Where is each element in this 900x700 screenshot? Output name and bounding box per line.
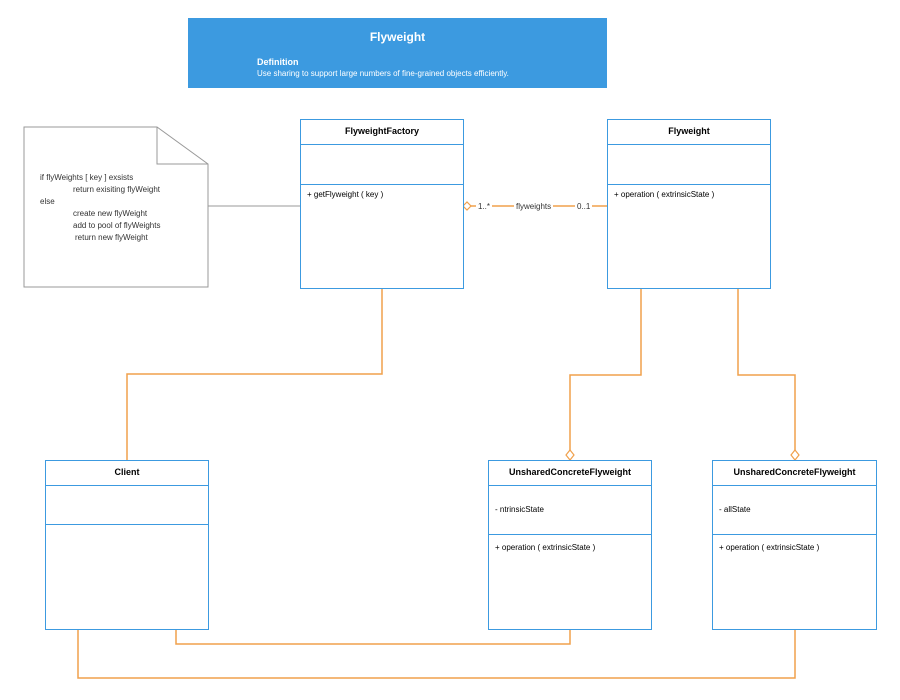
- class-name: Flyweight: [608, 120, 770, 145]
- note-fold: [156, 127, 208, 165]
- note-pseudocode: if flyWeights [ key ] exsists return exi…: [40, 172, 160, 244]
- class-attributes: [301, 145, 463, 185]
- class-name: FlyweightFactory: [301, 120, 463, 145]
- class-name: UnsharedConcreteFlyweight: [489, 461, 651, 486]
- definition-text: Use sharing to support large numbers of …: [257, 69, 509, 78]
- flyweight-unshared-right-edge: [737, 288, 796, 450]
- attribute-item: - allState: [719, 505, 751, 514]
- pattern-title: Flyweight: [369, 30, 426, 44]
- operation-item: + getFlyweight ( key ): [307, 190, 384, 199]
- operation-item: + operation ( extrinsicState ): [495, 543, 596, 552]
- class-attributes: - ntrinsicState: [489, 486, 651, 535]
- note-line: create new flyWeight: [73, 209, 148, 218]
- class-unshared-concrete-flyweight-left[interactable]: UnsharedConcreteFlyweight - ntrinsicStat…: [488, 460, 652, 630]
- association-role-label: flyweights: [514, 201, 554, 212]
- pattern-header: Flyweight Definition Use sharing to supp…: [188, 18, 607, 88]
- class-attributes: - allState: [713, 486, 876, 535]
- aggregation-diamond-factory: [462, 201, 472, 211]
- definition-label: Definition: [257, 57, 299, 67]
- source-multiplicity-label: 1..*: [476, 201, 493, 212]
- target-multiplicity-label: 0..1: [575, 201, 593, 212]
- class-unshared-concrete-flyweight-right[interactable]: UnsharedConcreteFlyweight - allState + o…: [712, 460, 877, 630]
- class-operations: + operation ( extrinsicState ): [608, 185, 770, 201]
- aggregation-diamond-unshared-left: [565, 449, 575, 461]
- note-line: if flyWeights [ key ] exsists: [40, 173, 134, 182]
- class-name: UnsharedConcreteFlyweight: [713, 461, 876, 486]
- note-line: else: [40, 197, 55, 206]
- note-shape: [23, 126, 209, 288]
- factory-client-edge: [126, 288, 383, 461]
- note-line: add to pool of flyWeights: [73, 221, 161, 230]
- client-unshared-right-edge: [77, 629, 796, 679]
- class-flyweight-factory[interactable]: FlyweightFactory + getFlyweight ( key ): [300, 119, 464, 289]
- operation-item: + operation ( extrinsicState ): [719, 543, 820, 552]
- class-operations: + operation ( extrinsicState ): [489, 535, 651, 554]
- class-name: Client: [46, 461, 208, 486]
- class-client[interactable]: Client: [45, 460, 209, 630]
- attribute-item: - ntrinsicState: [495, 505, 544, 514]
- note-line: return new flyWeight: [75, 233, 148, 242]
- client-unshared-left-edge: [175, 629, 571, 645]
- class-operations: + operation ( extrinsicState ): [713, 535, 876, 554]
- class-attributes: [608, 145, 770, 185]
- operation-item: + operation ( extrinsicState ): [614, 190, 715, 199]
- class-operations: + getFlyweight ( key ): [301, 185, 463, 201]
- flyweight-unshared-left-edge: [569, 288, 642, 450]
- class-flyweight[interactable]: Flyweight + operation ( extrinsicState ): [607, 119, 771, 289]
- note-line: return exisiting flyWeight: [73, 185, 160, 194]
- class-attributes: [46, 486, 208, 525]
- aggregation-diamond-unshared-right: [790, 449, 800, 461]
